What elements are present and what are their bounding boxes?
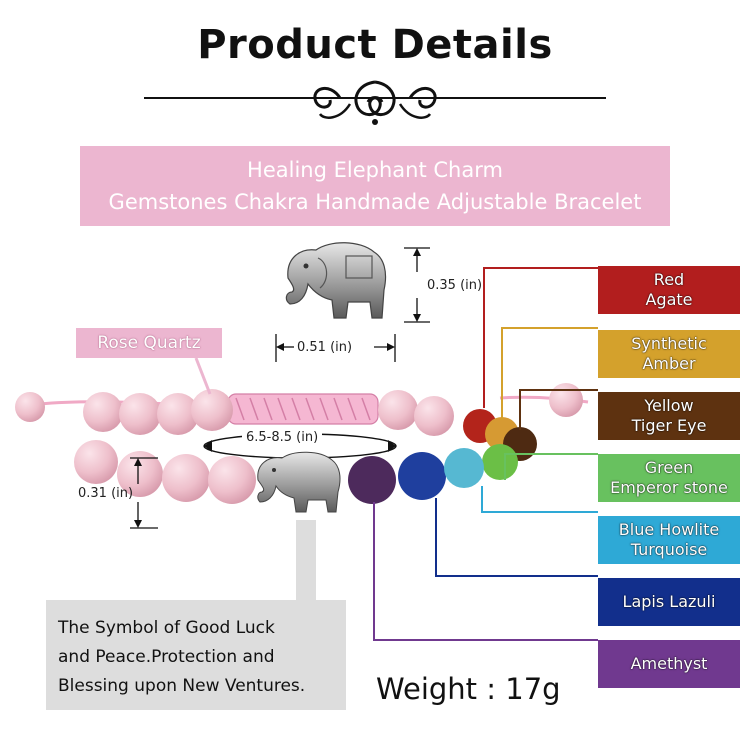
elephant-charm-icon	[285, 242, 387, 319]
gem-label-line: Agate	[645, 290, 693, 309]
product-name-banner: Healing Elephant Charm Gemstones Chakra …	[80, 146, 670, 226]
symbol-line-3: Blessing upon New Ventures.	[58, 676, 306, 696]
gem-label-line: Green	[644, 458, 694, 477]
banner-line-2: Gemstones Chakra Handmade Adjustable Bra…	[108, 190, 642, 214]
ornament-divider	[144, 80, 606, 125]
gem-label-blue-howlite-turquoise: Blue Howlite Turquoise	[598, 516, 740, 564]
charm-width-label: 0.51 (in)	[297, 340, 353, 355]
adjustable-knot	[227, 393, 379, 425]
gem-label-line: Blue Howlite	[618, 520, 720, 539]
bead-size-label: 0.31 (in)	[78, 486, 134, 501]
symbol-description-box: The Symbol of Good Luck and Peace.Protec…	[46, 600, 346, 710]
gem-label-red-agate: Red Agate	[598, 266, 740, 314]
gem-label-line: Amber	[642, 354, 696, 373]
gem-label-line: Lapis Lazuli	[622, 592, 716, 611]
band-size-label: 6.5-8.5 (in)	[242, 430, 323, 445]
gem-label-line: Tiger Eye	[631, 416, 707, 435]
page-title: Product Details	[197, 22, 553, 68]
bracelet-elephant-icon	[257, 451, 341, 513]
gem-label-line: Emperor stone	[610, 478, 728, 497]
gem-label-synthetic-amber: Synthetic Amber	[598, 330, 740, 378]
gem-label-yellow-tiger-eye: Yellow Tiger Eye	[598, 392, 740, 440]
gem-label-green-emperor-stone: Green Emperor stone	[598, 454, 740, 502]
gem-label-lapis-lazuli: Lapis Lazuli	[598, 578, 740, 626]
gem-label-line: Synthetic	[631, 334, 707, 353]
weight-label: Weight : 17g	[376, 672, 561, 706]
symbol-line-1: The Symbol of Good Luck	[58, 618, 275, 638]
gem-label-line: Yellow	[644, 396, 694, 415]
gem-label-line: Red	[653, 270, 685, 289]
symbol-line-2: and Peace.Protection and	[58, 647, 275, 667]
gem-label-line: Amethyst	[630, 654, 708, 673]
gem-label-amethyst: Amethyst	[598, 640, 740, 688]
rose-quartz-label: Rose Quartz	[76, 328, 222, 358]
gem-label-line: Turquoise	[630, 540, 708, 559]
banner-line-1: Healing Elephant Charm	[247, 158, 503, 182]
charm-height-label: 0.35 (in)	[427, 278, 483, 293]
